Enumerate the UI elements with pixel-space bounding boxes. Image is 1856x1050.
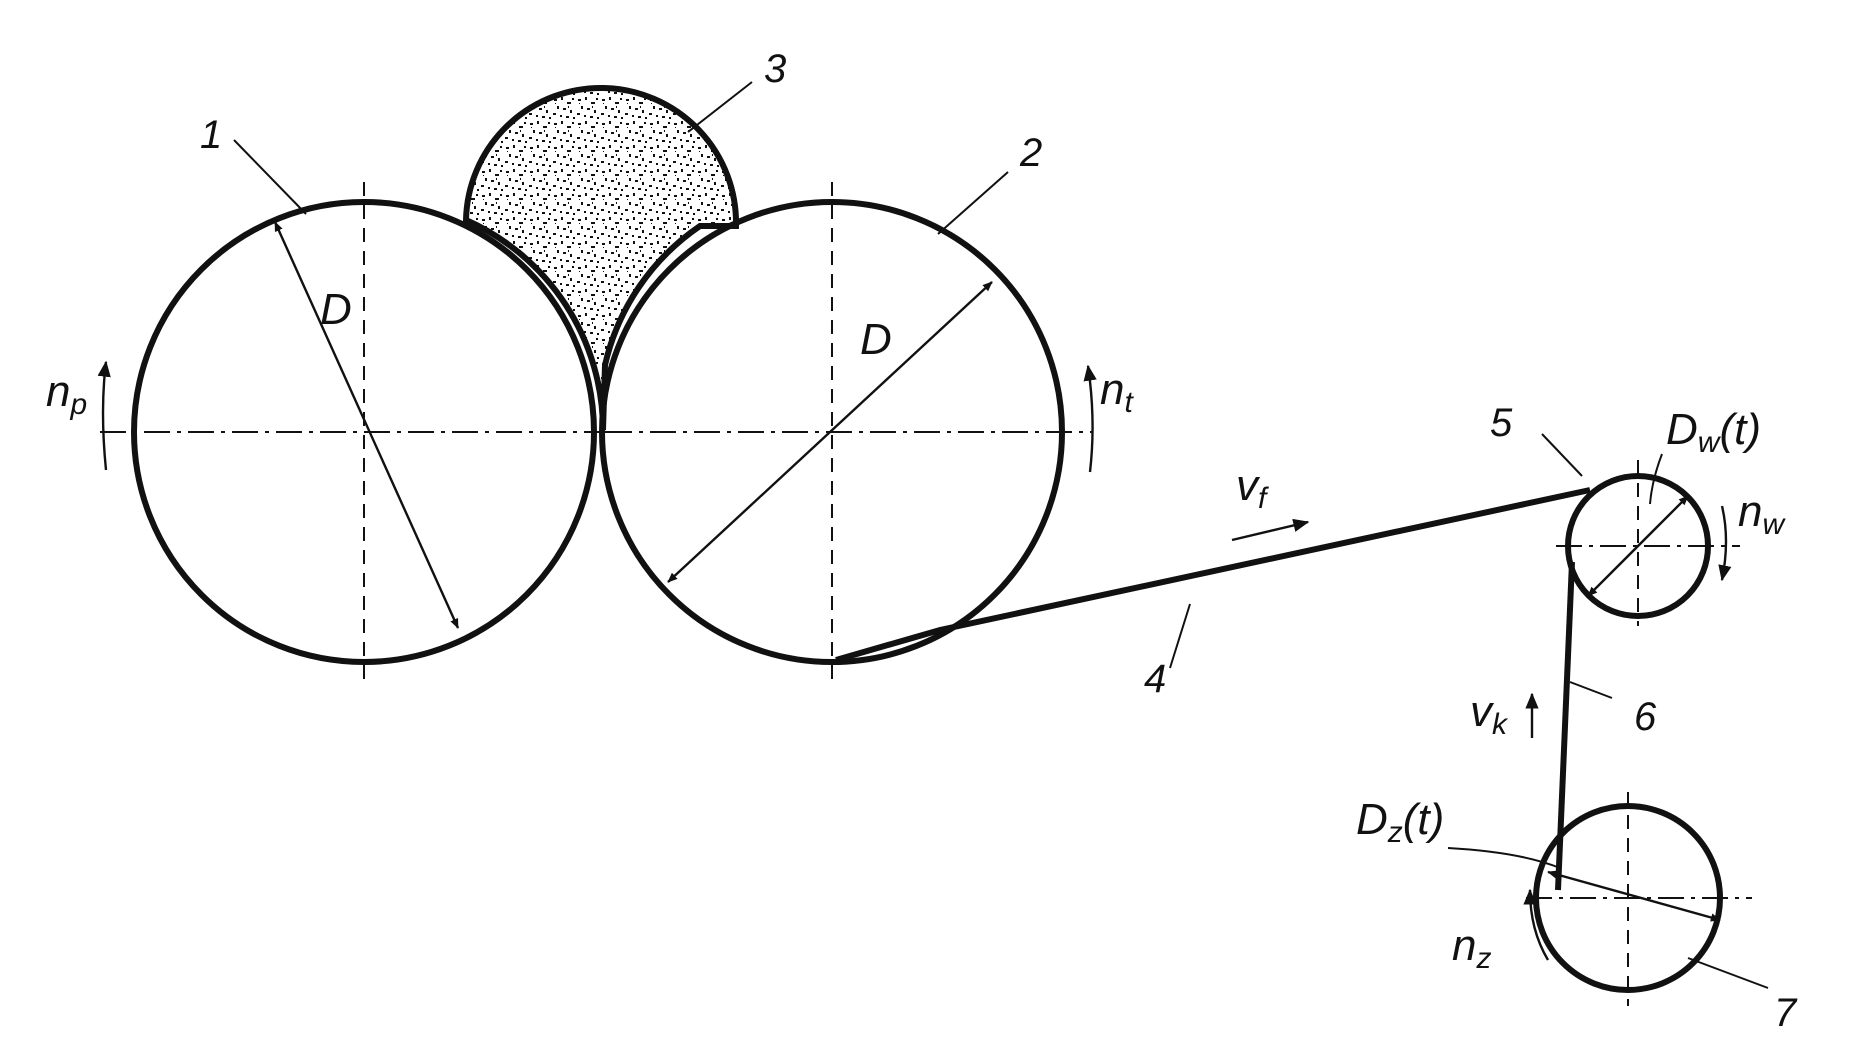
- leader-dw: [1649, 453, 1663, 505]
- top-roll-rotation-arrow: [1718, 505, 1732, 582]
- leader-7: [1687, 957, 1769, 989]
- top-roll-diameter-label: Dw(t): [1666, 405, 1761, 459]
- right-roll: [599, 182, 1092, 680]
- part-label-2: 2: [1019, 131, 1042, 175]
- bottom-roll-rotation-arrow: [1523, 888, 1550, 961]
- film-velocity-label: vf: [1236, 461, 1269, 515]
- leader-dz: [1447, 847, 1561, 869]
- right-roll-speed-label: nt: [1100, 365, 1134, 419]
- leader-5: [1541, 433, 1583, 477]
- strip-velocity-label: vk: [1470, 687, 1509, 741]
- part-label-7: 7: [1774, 991, 1798, 1035]
- film: [835, 487, 1591, 663]
- leader-3: [687, 81, 753, 133]
- right-roll-diameter: [667, 281, 993, 583]
- leader-1: [233, 139, 307, 215]
- diameter-label-right: D: [860, 315, 892, 364]
- film-velocity-arrow: [1231, 518, 1310, 542]
- part-label-5: 5: [1490, 401, 1513, 445]
- top-take-up-roll: [1556, 460, 1740, 626]
- part-label-6: 6: [1634, 695, 1657, 739]
- left-roll-diameter: [273, 221, 460, 629]
- left-roll: [100, 182, 606, 680]
- right-roll-rotation-arrow: [1083, 364, 1097, 473]
- top-roll-diameter: [1587, 495, 1689, 597]
- top-roll-speed-label: nw: [1738, 487, 1786, 541]
- left-roll-speed-label: np: [46, 367, 87, 421]
- leader-2: [937, 171, 1009, 235]
- leader-6: [1569, 681, 1613, 699]
- part-label-3: 3: [764, 47, 786, 91]
- part-label-4: 4: [1144, 657, 1166, 701]
- vertical-strip: [1555, 561, 1575, 891]
- part-label-1: 1: [200, 113, 222, 157]
- diameter-label-left: D: [320, 285, 352, 334]
- bottom-roll-diameter: [1547, 870, 1721, 922]
- bottom-roll-diameter-label: Dz(t): [1356, 795, 1444, 849]
- leader-4: [1169, 603, 1191, 669]
- bottom-roll-speed-label: nz: [1452, 921, 1491, 975]
- left-roll-rotation-arrow: [97, 360, 111, 471]
- material-bank: [462, 85, 740, 431]
